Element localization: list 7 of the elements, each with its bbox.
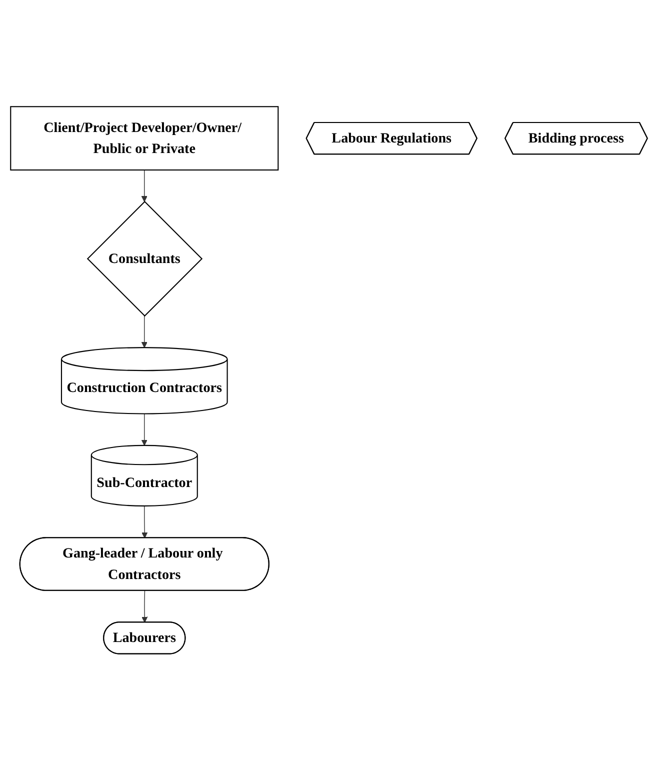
- arrow: [142, 590, 148, 623]
- node-box: Client/Project Developer/Owner/ Public or Private: [10, 106, 279, 171]
- arrow: [141, 316, 148, 348]
- arrow: [141, 414, 148, 446]
- arrow: [141, 170, 148, 202]
- node-diamond: Consultants: [86, 201, 203, 317]
- arrow: [142, 506, 148, 539]
